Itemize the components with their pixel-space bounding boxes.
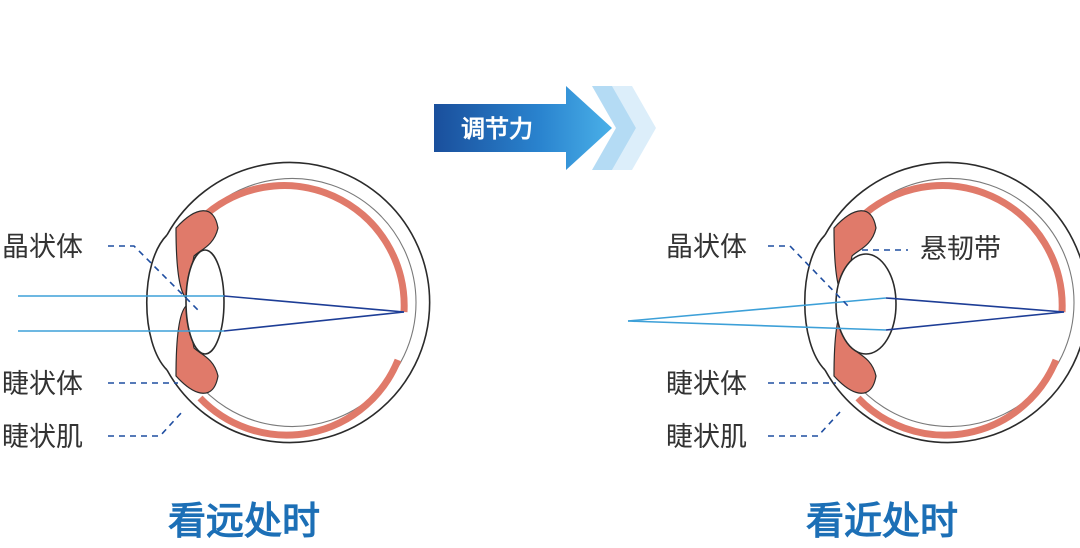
right-label-ciliary-muscle: 睫状肌 [666,422,747,453]
left-cornea [147,235,167,370]
left-eye: 晶状体 睫状体 睫状肌 看远处时 [2,162,430,543]
left-caption: 看远处时 [168,499,320,543]
left-retina [200,186,404,312]
left-label-ciliary-body: 睫状体 [2,369,83,400]
arrow-label: 调节力 [461,115,533,143]
right-caption: 看近处时 [806,499,958,543]
right-label-ciliary-body: 睫状体 [666,369,747,400]
accommodation-arrow: 调节力 [434,86,656,170]
right-ciliary-muscle-leader [768,412,840,436]
left-label-ciliary-muscle: 睫状肌 [2,422,83,453]
left-ciliary-muscle-leader [108,412,182,436]
left-lens [186,250,224,354]
right-label-zonule: 悬韧带 [920,234,1001,265]
left-ray-focus-bottom [224,312,404,331]
left-label-lens: 晶状体 [2,232,83,263]
right-ray-focus-top [886,298,1064,312]
left-ray-focus-top [224,296,404,312]
right-cornea [805,235,825,370]
right-label-lens: 晶状体 [666,232,747,263]
right-eye: 晶状体 悬韧带 睫状体 睫状肌 看近处时 [628,162,1080,543]
right-ray-focus-bottom [886,312,1064,330]
